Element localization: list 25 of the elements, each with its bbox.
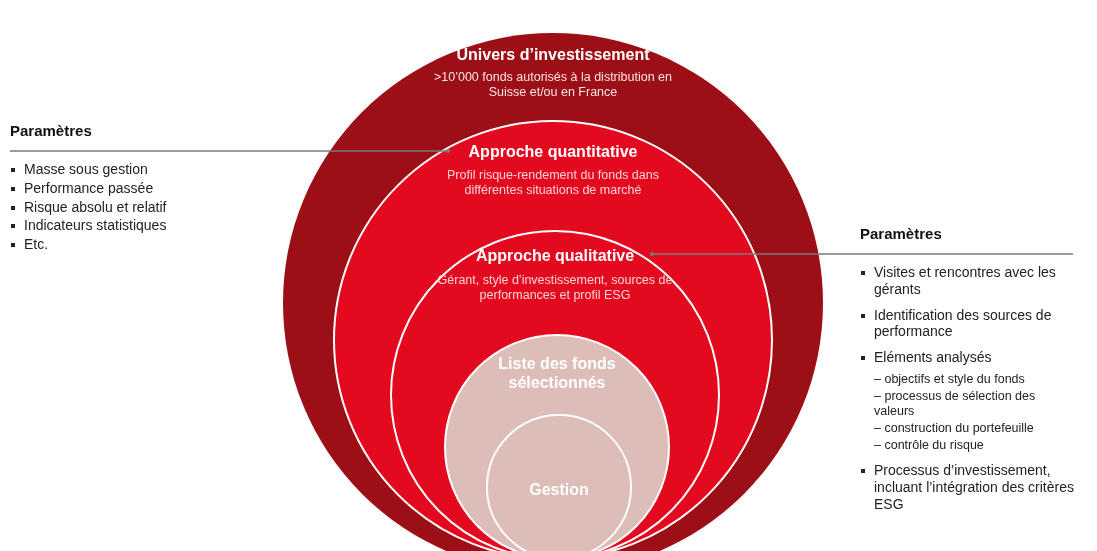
circle-title: Liste des fonds sélectionnés [497, 354, 617, 393]
circle-description: Gérant, style d’investissement, sources de performances et profil ESG [437, 273, 673, 303]
leader-line [650, 252, 1074, 256]
bullet-item: Processus d’investissement, incluant l’intégration des critères ESG [860, 462, 1075, 513]
bullet-item: Indicateurs statistiques [10, 217, 210, 235]
leader-line [9, 149, 450, 153]
circle-description: Profil risque-rendement du fonds dans différentes situations de marché [446, 168, 660, 198]
bullet-item: Visites et rencontres avec les gérants [860, 264, 1075, 298]
circle-title: Approche quantitative [467, 142, 639, 162]
sub-item: – processus de sélection des valeurs [873, 389, 1037, 419]
panel-heading: Paramètres [10, 122, 93, 139]
circle-title: Gestion [528, 480, 590, 500]
circle-title: Univers d’investissement [455, 45, 651, 65]
circle-description: >10’000 fonds autorisés à la distribution en Suisse et/ou en France [433, 70, 673, 100]
circle-title: Approche qualitative [474, 246, 636, 266]
bullet-item: Eléments analysés [860, 349, 1075, 366]
bullet-item: Etc. [10, 236, 210, 253]
sub-item: – objectifs et style du fonds [873, 372, 1026, 387]
bullet-item: Performance passée [10, 179, 210, 197]
panel-heading: Paramètres [860, 225, 943, 242]
bullet-item: Masse sous gestion [10, 161, 210, 178]
bullet-item: Risque absolu et relatif [10, 198, 210, 216]
sub-item: – construction du portefeuille [873, 421, 1035, 436]
bullet-item: Identification des sources de performance [860, 306, 1075, 341]
sub-item: – contrôle du risque [873, 438, 985, 453]
